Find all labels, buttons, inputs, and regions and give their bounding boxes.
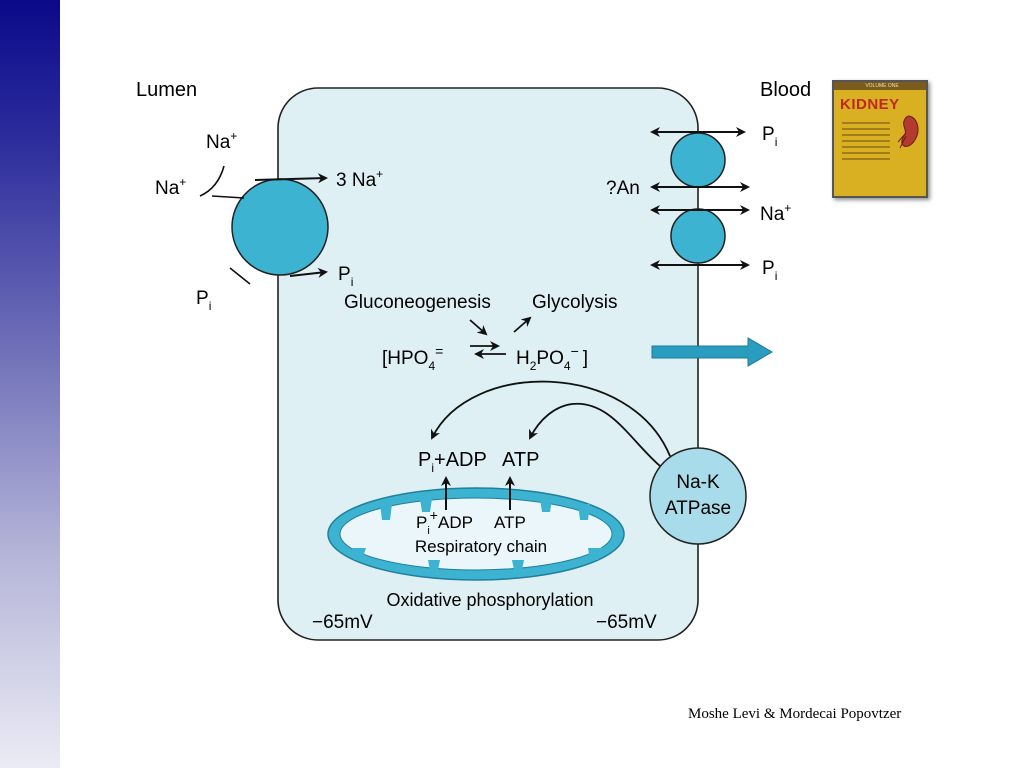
atp-feedback-arrow bbox=[529, 402, 661, 467]
pi-lumen-label: Pi bbox=[196, 288, 211, 313]
nak-label-line2: ATPase bbox=[665, 498, 731, 519]
hpo4-label: [HPO4= bbox=[382, 343, 443, 373]
membrane-potential-right: −65mV bbox=[596, 612, 657, 633]
na-top-label: Na+ bbox=[206, 129, 237, 153]
kidney-organ-icon bbox=[897, 115, 919, 149]
book-spine-strip: VOLUME ONE bbox=[834, 82, 926, 90]
blood-label: Blood bbox=[760, 79, 811, 101]
respiratory-chain-label: Respiratory chain bbox=[415, 537, 547, 556]
na-left-line bbox=[211, 195, 245, 199]
three-na-label: 3 Na+ bbox=[336, 167, 383, 191]
nak-label-line1: Na-K bbox=[676, 472, 720, 493]
pi-left-line bbox=[229, 267, 251, 285]
na-k-atpase bbox=[649, 447, 747, 545]
pi-apical-arrow bbox=[289, 267, 328, 278]
basolateral-transporter-top bbox=[670, 132, 726, 188]
upper-pi-adp-label: Pi+ADP bbox=[418, 449, 487, 475]
blood-pi-top-label: Pi bbox=[762, 124, 777, 149]
book-author-lines bbox=[842, 118, 890, 164]
na-left-label: Na+ bbox=[155, 175, 186, 199]
mitochondrial-cristae bbox=[352, 499, 602, 570]
blood-na-label: Na+ bbox=[760, 201, 791, 225]
slide-sidebar-gradient bbox=[0, 0, 60, 768]
mitochondrion-matrix bbox=[339, 497, 613, 571]
oxidative-phosphorylation-label: Oxidative phosphorylation bbox=[386, 590, 593, 610]
pi-apical-label: Pi bbox=[338, 264, 353, 289]
blood-pi-bottom-label: Pi bbox=[762, 258, 777, 283]
gluconeogenesis-label: Gluconeogenesis bbox=[344, 292, 491, 313]
author-credit: Moshe Levi & Mordecai Popovtzer bbox=[688, 706, 902, 722]
h2po4-label: H2PO4−] bbox=[516, 343, 588, 373]
na-binding-line bbox=[199, 165, 225, 197]
book-title: KIDNEY bbox=[840, 96, 900, 113]
inner-pi-adp-label: Pi+ADP bbox=[416, 507, 473, 537]
three-na-arrow bbox=[254, 173, 328, 184]
inner-atp-label: ATP bbox=[494, 513, 526, 532]
kidney-book-cover: VOLUME ONE KIDNEY bbox=[832, 80, 928, 198]
basolateral-transporter-bottom bbox=[670, 208, 726, 264]
lumen-label: Lumen bbox=[136, 79, 197, 101]
glycolysis-label: Glycolysis bbox=[532, 292, 618, 313]
glycolysis-arrow bbox=[513, 316, 532, 333]
phosphate-export-arrow bbox=[651, 337, 773, 367]
anion-label: ?An bbox=[606, 178, 640, 199]
apical-cotransporter bbox=[231, 178, 329, 276]
pi-adp-feedback-arrow bbox=[431, 380, 671, 457]
upper-atp-label: ATP bbox=[502, 449, 539, 471]
gluconeogenesis-arrow bbox=[469, 319, 488, 336]
membrane-potential-left: −65mV bbox=[312, 612, 373, 633]
